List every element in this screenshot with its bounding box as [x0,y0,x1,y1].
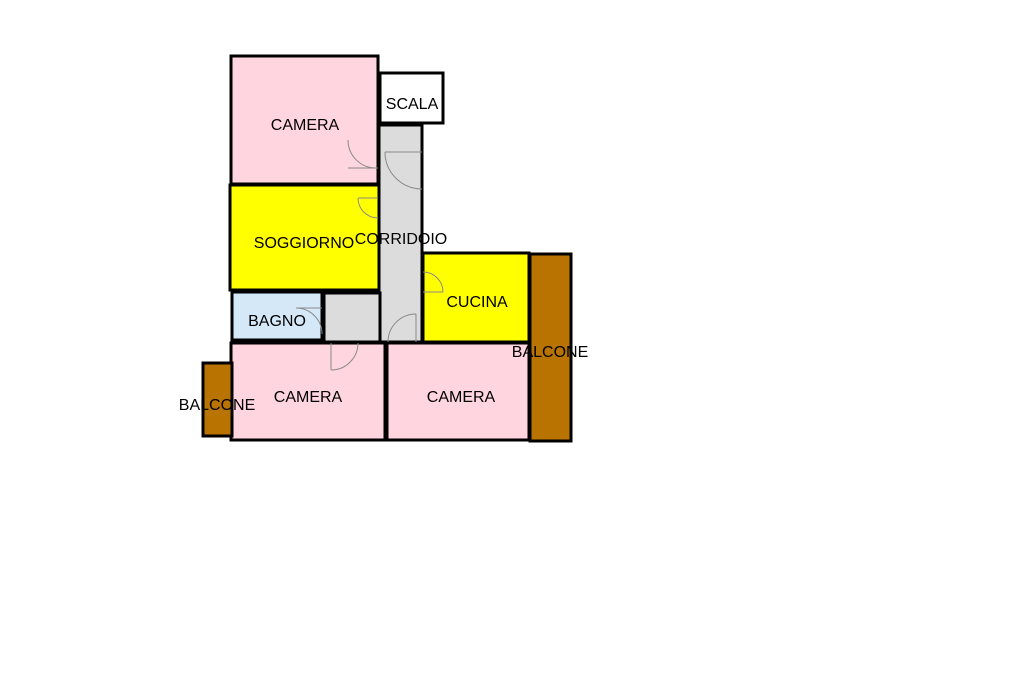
door-arc-cucina [422,271,444,293]
label-scala: SCALA [386,96,439,113]
door-arc-soggiorno [357,197,379,219]
label-corridoio: CORRIDOIO [355,231,447,248]
bagno-room [230,290,324,342]
door-arc-corridor-top [384,151,423,190]
label-camera-right: CAMERA [427,389,496,406]
camera-left-room [229,341,387,442]
camera-top-room [229,54,380,186]
label-soggiorno: SOGGIORNO [254,235,354,252]
balcone-right [528,252,573,443]
door-arc-camera-left [330,342,359,371]
label-balcone-right: BALCONE [512,344,588,361]
label-bagno: BAGNO [248,313,306,330]
scala-room [378,71,445,125]
door-arc-bagno [295,307,323,335]
label-balcone-left: BALCONE [179,397,255,414]
label-camera-left: CAMERA [274,389,343,406]
corridor-annex [322,291,382,344]
door-swings [295,139,444,371]
cucina-room [421,251,531,344]
label-camera-top: CAMERA [271,117,340,134]
label-cucina: CUCINA [446,294,508,311]
balcone-left [201,361,234,438]
door-arc-camera-top [347,139,378,169]
soggiorno-room [228,183,381,292]
door-arc-corridor-bottom [387,313,417,343]
